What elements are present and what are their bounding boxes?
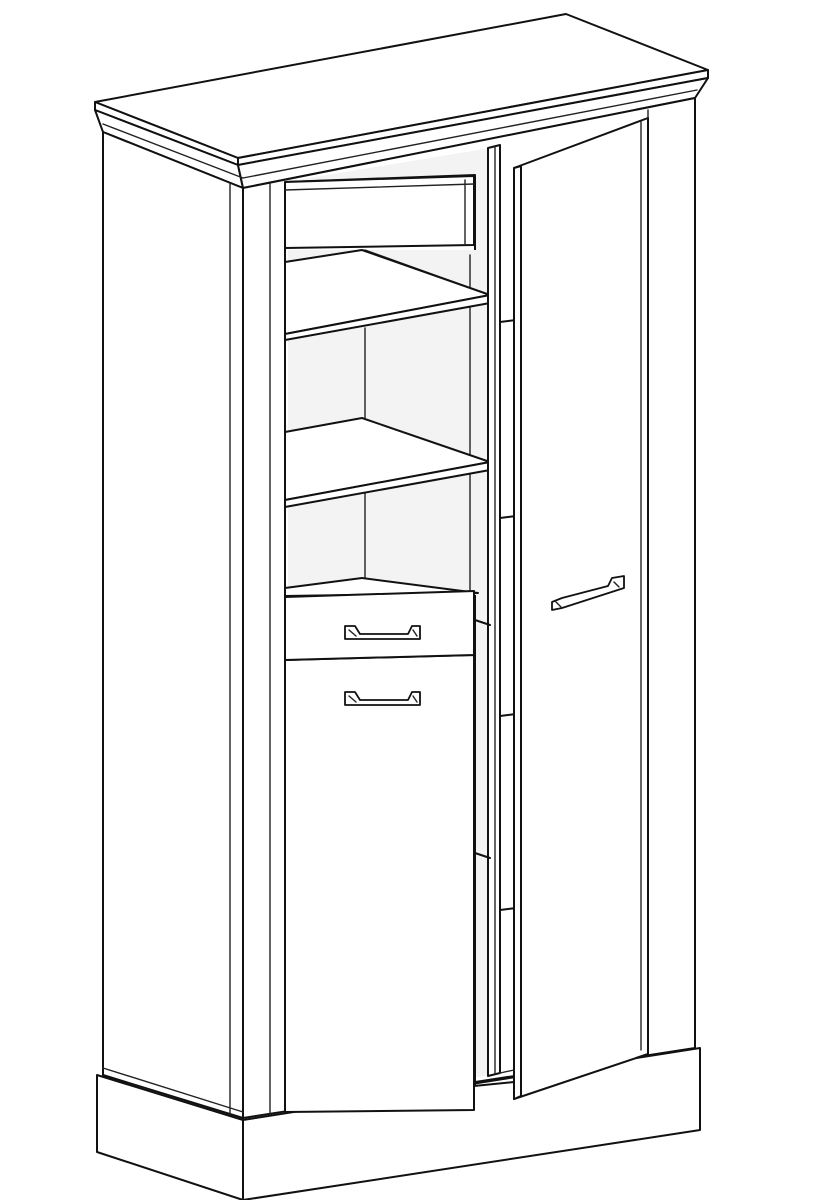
middle-drawer[interactable] — [284, 590, 475, 661]
middle-drawer-handle[interactable] — [344, 625, 421, 640]
right-door-handle[interactable] — [551, 575, 625, 611]
left-door[interactable] — [284, 654, 475, 1113]
right-door[interactable] — [513, 117, 649, 1100]
top-inner-drawer — [284, 175, 475, 249]
left-side-panel — [102, 131, 244, 1119]
left-door-handle[interactable] — [344, 691, 421, 706]
center-divider — [487, 144, 501, 1077]
top-cornice — [94, 13, 709, 189]
cabinet-floor — [473, 1069, 515, 1087]
